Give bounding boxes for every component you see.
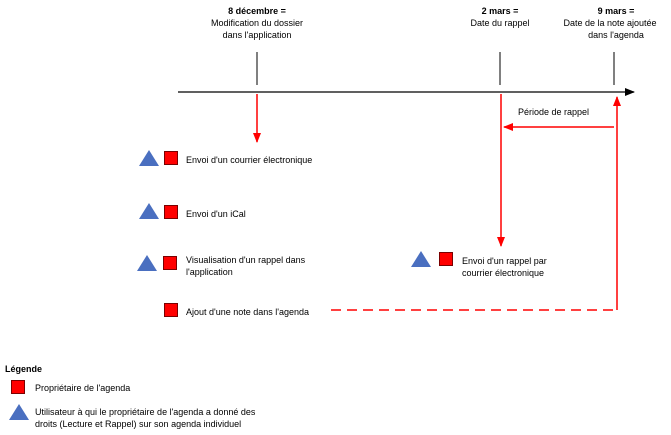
legend-owner: Propriétaire de l'agenda xyxy=(35,383,131,393)
action-note: Ajout d'une note dans l'agenda xyxy=(186,307,310,317)
event-mar2-title: 2 mars = xyxy=(481,6,519,16)
event-mar9-desc2: dans l'agenda xyxy=(588,30,644,40)
blue-triangle-icon xyxy=(139,203,159,219)
action-ical: Envoi d'un iCal xyxy=(186,209,246,219)
event-dec8-desc2: dans l'application xyxy=(222,30,292,40)
action-rappel-line1: Envoi d'un rappel par xyxy=(462,256,547,266)
action-visu-line2: l'application xyxy=(186,267,233,277)
legend-user-line1: Utilisateur à qui le propriétaire de l'a… xyxy=(35,407,256,417)
red-square-icon xyxy=(11,380,25,394)
action-rappel-line2: courrier électronique xyxy=(462,268,545,278)
red-square-icon xyxy=(164,205,178,219)
blue-triangle-icon xyxy=(139,150,159,166)
legend-user-line2: droits (Lecture et Rappel) sur son agend… xyxy=(35,419,242,429)
event-dec8-desc1: Modification du dossier xyxy=(210,18,304,28)
event-mar2-desc1: Date du rappel xyxy=(470,18,530,28)
legend-title: Légende xyxy=(5,364,43,374)
red-square-icon xyxy=(164,303,178,317)
event-mar9-desc1: Date de la note ajoutée xyxy=(563,18,657,28)
blue-triangle-icon xyxy=(137,255,157,271)
event-mar9-title: 9 mars = xyxy=(597,6,635,16)
event-dec8-title: 8 décembre = xyxy=(228,6,286,16)
red-square-icon xyxy=(439,252,453,266)
action-courrier: Envoi d'un courrier électronique xyxy=(186,155,313,165)
red-square-icon xyxy=(163,256,177,270)
blue-triangle-icon xyxy=(411,251,431,267)
action-visu-line1: Visualisation d'un rappel dans xyxy=(186,255,306,265)
red-square-icon xyxy=(164,151,178,165)
blue-triangle-icon xyxy=(9,404,29,420)
periode-label: Période de rappel xyxy=(518,107,590,117)
